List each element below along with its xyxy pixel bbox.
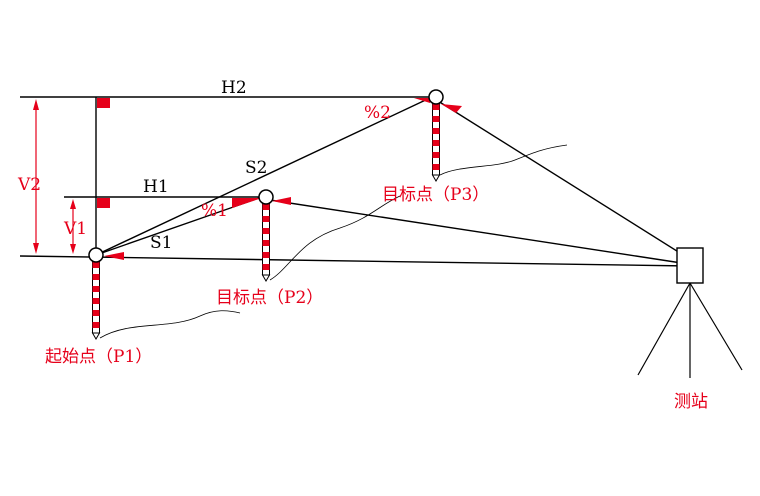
rod-stripe: [92, 274, 100, 280]
rod-p1: [91, 261, 101, 340]
right-angle-marker-middle: [97, 198, 110, 208]
tripod-leg-left: [637, 282, 691, 376]
arrow-to-p3: [441, 104, 462, 113]
label-h2: H2: [221, 78, 247, 98]
slope-line-s2: [95, 96, 433, 256]
right-angle-marker-top: [97, 98, 110, 108]
leader-line-p1: [99, 310, 241, 339]
rod-stripe: [92, 310, 100, 316]
rod-stripe: [432, 140, 440, 146]
rod-stripe: [262, 216, 270, 222]
rod-stripe: [262, 204, 270, 210]
rod-stripe: [92, 298, 100, 304]
label-point-p2: 目标点（P2）: [216, 288, 323, 308]
rod-tip: [91, 332, 101, 340]
rod-stripe: [92, 262, 100, 268]
total-station-box: [676, 247, 704, 284]
rod-stripe: [432, 116, 440, 122]
rod-tip: [261, 274, 271, 282]
v1-arrow-top: [70, 199, 76, 209]
angle-wedge-pct2: [414, 98, 432, 103]
rod-p3: [431, 103, 441, 182]
target-circle-p1: [88, 247, 104, 263]
ground-line-p1: [19, 255, 691, 267]
label-h1: H1: [143, 177, 169, 197]
rod-stripe: [432, 152, 440, 158]
rod-stripe: [92, 286, 100, 292]
label-station: 测站: [674, 392, 708, 412]
arrow-to-p1: [104, 252, 124, 260]
label-pct1: %1: [201, 201, 228, 221]
rod-stripe: [432, 164, 440, 170]
rod-tip: [431, 174, 441, 182]
rod-stripe: [262, 264, 270, 270]
v1-arrow-bottom: [70, 244, 76, 254]
sight-line-p2: [269, 199, 689, 265]
label-point-p1: 起始点（P1）: [45, 347, 152, 367]
rod-stripe: [432, 128, 440, 134]
label-v2: V2: [17, 175, 41, 195]
arrow-to-p2: [272, 197, 291, 205]
rod-stripe: [262, 252, 270, 258]
label-s2: S2: [245, 158, 267, 178]
rod-stripe: [432, 104, 440, 110]
target-circle-p3: [428, 89, 444, 105]
label-v1: V1: [63, 219, 87, 239]
angle-wedge-pct1: [232, 198, 262, 208]
label-s1: S1: [150, 233, 172, 253]
tripod-leg-right: [689, 282, 743, 371]
rod-p2: [261, 203, 271, 282]
rod-stripe: [92, 322, 100, 328]
target-circle-p2: [258, 189, 274, 205]
sight-line-p3: [437, 100, 689, 259]
leader-line-p3: [439, 144, 568, 176]
v2-arrow-bottom: [33, 243, 39, 254]
v2-arrow-top: [33, 99, 39, 110]
rod-stripe: [262, 228, 270, 234]
label-point-p3: 目标点（P3）: [382, 185, 489, 205]
leader-line-p2: [269, 195, 401, 281]
rod-stripe: [262, 240, 270, 246]
label-pct2: %2: [364, 103, 391, 123]
